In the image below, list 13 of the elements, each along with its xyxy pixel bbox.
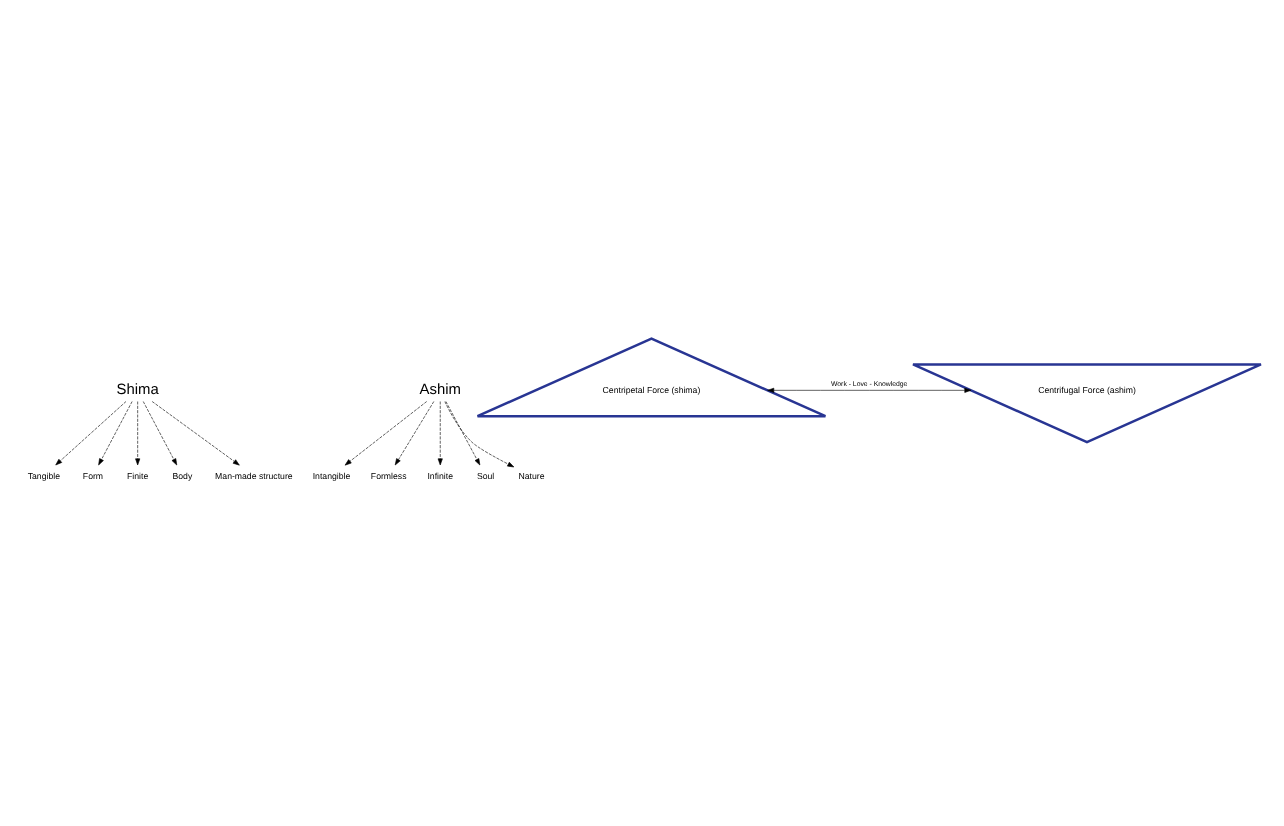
- node-text: Shima: [116, 380, 159, 399]
- arrow: [135, 401, 141, 466]
- arrow: [444, 401, 515, 468]
- arrow: [151, 401, 240, 466]
- arrow: [344, 401, 427, 466]
- arrow: [767, 387, 972, 393]
- arrow: [98, 401, 133, 466]
- arrow: [142, 401, 178, 466]
- node-text: Ashim: [419, 380, 461, 399]
- arrow: [394, 401, 435, 466]
- arrow: [55, 401, 127, 466]
- arrow: [437, 401, 443, 466]
- arrow: [445, 401, 481, 466]
